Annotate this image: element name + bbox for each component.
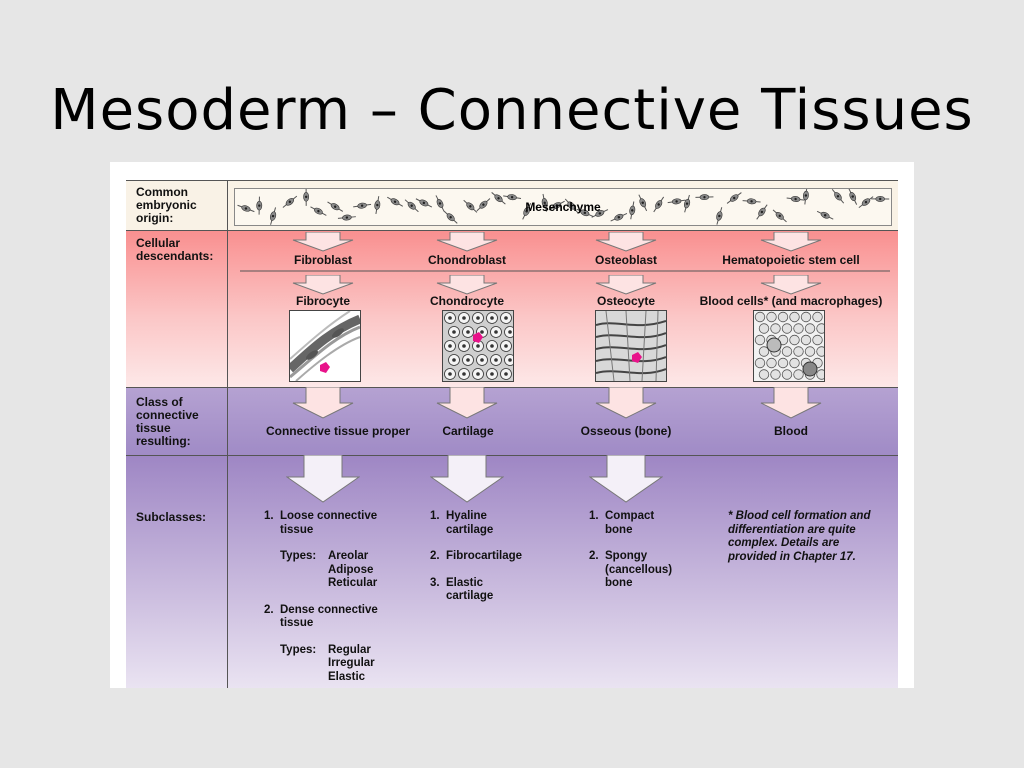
list-item: 2. Dense connective tissue: [264, 604, 394, 631]
arrow-down: [436, 232, 498, 252]
type-item: Regular: [328, 643, 371, 656]
item-number: 3.: [430, 576, 440, 589]
fibrocartilage: Fibrocartilage: [446, 550, 523, 562]
item-number: 1.: [430, 510, 440, 522]
arrow-down-large: [589, 455, 663, 503]
dense-connective-tissue: Dense connective tissue: [280, 603, 378, 630]
item-number: 1.: [264, 510, 274, 522]
osteocyte-micrograph: [595, 310, 667, 382]
type-item: Reticular: [328, 577, 378, 589]
types-list: Types: Areolar Adipose Reticular: [264, 550, 394, 591]
chondrocyte-illustration: [443, 311, 516, 381]
class-band: [126, 387, 898, 455]
hyaline-cartilage: Hyaline cartilage: [446, 510, 494, 536]
arrow-down: [760, 387, 822, 419]
class-connective-tissue-proper: Connective tissue proper: [265, 424, 411, 438]
item-number: 2.: [264, 603, 274, 616]
arrow-down-large: [430, 455, 504, 503]
spongy-bone: Spongy (cancellous) bone: [605, 550, 673, 589]
elastic-cartilage: Elastic cartilage: [446, 576, 494, 603]
slide-title: Mesoderm – Connective Tissues: [50, 78, 974, 143]
arrow-down: [595, 275, 657, 295]
types-label: Types:: [280, 550, 317, 562]
blood-cells-label: Blood cells* (and macrophages): [699, 294, 883, 308]
blood-formation-note: * Blood cell formation and differentiati…: [728, 510, 871, 563]
blood-cells-micrograph: [753, 310, 827, 382]
divider: [126, 180, 898, 181]
list-item: 3. Elastic cartilage: [430, 577, 540, 604]
type-item: Elastic: [328, 670, 366, 683]
item-number: 2.: [430, 550, 440, 562]
types-label: Types:: [280, 643, 317, 656]
list-item: 2. Spongy (cancellous) bone: [589, 550, 699, 591]
class-cartilage: Cartilage: [442, 424, 494, 438]
fibrocyte-micrograph: [286, 310, 362, 382]
divider: [126, 455, 898, 456]
item-number: 2.: [589, 550, 599, 562]
type-item: Adipose: [328, 563, 374, 576]
subclass-band: [126, 455, 898, 688]
class-osseous-bone: Osseous (bone): [580, 424, 672, 438]
osteocyte-illustration: [595, 310, 667, 382]
label-column-divider: [227, 180, 228, 688]
mesenchyme-box: Mesenchyme: [234, 188, 892, 226]
row-label-subclasses: Subclasses:: [136, 510, 207, 524]
row-label-origin: Common embryonic origin:: [136, 185, 197, 225]
osteocyte-label: Osteocyte: [596, 294, 656, 308]
arrow-down: [436, 275, 498, 295]
subclass-cartilage: 1. Hyaline cartilage 2. Fibrocartilage 3…: [430, 510, 540, 604]
osteoblast-label: Osteoblast: [594, 253, 657, 267]
compact-bone: Compact bone: [605, 510, 655, 536]
arrow-down: [595, 387, 657, 419]
chondrocyte-micrograph: [442, 310, 516, 382]
divider: [126, 230, 898, 231]
chondroblast-label: Chondroblast: [428, 253, 506, 267]
blood-cells-illustration: [754, 311, 827, 381]
list-item: 2. Fibrocartilage: [430, 550, 540, 564]
arrow-down: [292, 232, 354, 252]
arrow-down: [292, 387, 354, 419]
row-label-class: Class of connective tissue resulting:: [136, 395, 199, 448]
divider: [126, 387, 898, 388]
arrow-down: [595, 232, 657, 252]
type-item: Areolar: [328, 550, 369, 562]
arrow-down: [760, 232, 822, 252]
subclass-connective-tissue-proper: 1. Loose connective tissue Types: Areola…: [264, 510, 394, 684]
type-item: Irregular: [328, 657, 375, 669]
arrow-down-large: [286, 455, 360, 503]
connective-tissue-diagram: Common embryonic origin: Cellular descen…: [110, 162, 914, 688]
list-item: 1. Hyaline cartilage: [430, 510, 540, 537]
class-blood: Blood: [774, 424, 808, 438]
arrow-down: [292, 275, 354, 295]
fibroblast-label: Fibroblast: [293, 253, 352, 267]
item-number: 1.: [589, 510, 599, 522]
fibrocyte-label: Fibrocyte: [295, 294, 350, 308]
loose-connective-tissue: Loose connective tissue: [280, 510, 378, 536]
hematopoietic-stem-cell-label: Hematopoietic stem cell: [722, 253, 860, 267]
arrow-down: [436, 387, 498, 419]
list-item: 1. Compact bone: [589, 510, 699, 537]
chondrocyte-label: Chondrocyte: [429, 294, 504, 308]
fibrocyte-illustration: [286, 310, 362, 382]
list-item: 1. Loose connective tissue: [264, 510, 394, 537]
subclass-bone: 1. Compact bone 2. Spongy (cancellous) b…: [589, 510, 699, 591]
row-label-cellular: Cellular descendants:: [136, 236, 214, 263]
types-list: Types: Regular Irregular Elastic: [264, 644, 394, 685]
mesenchyme-cells-illustration: [237, 189, 890, 225]
arrow-down: [760, 275, 822, 295]
